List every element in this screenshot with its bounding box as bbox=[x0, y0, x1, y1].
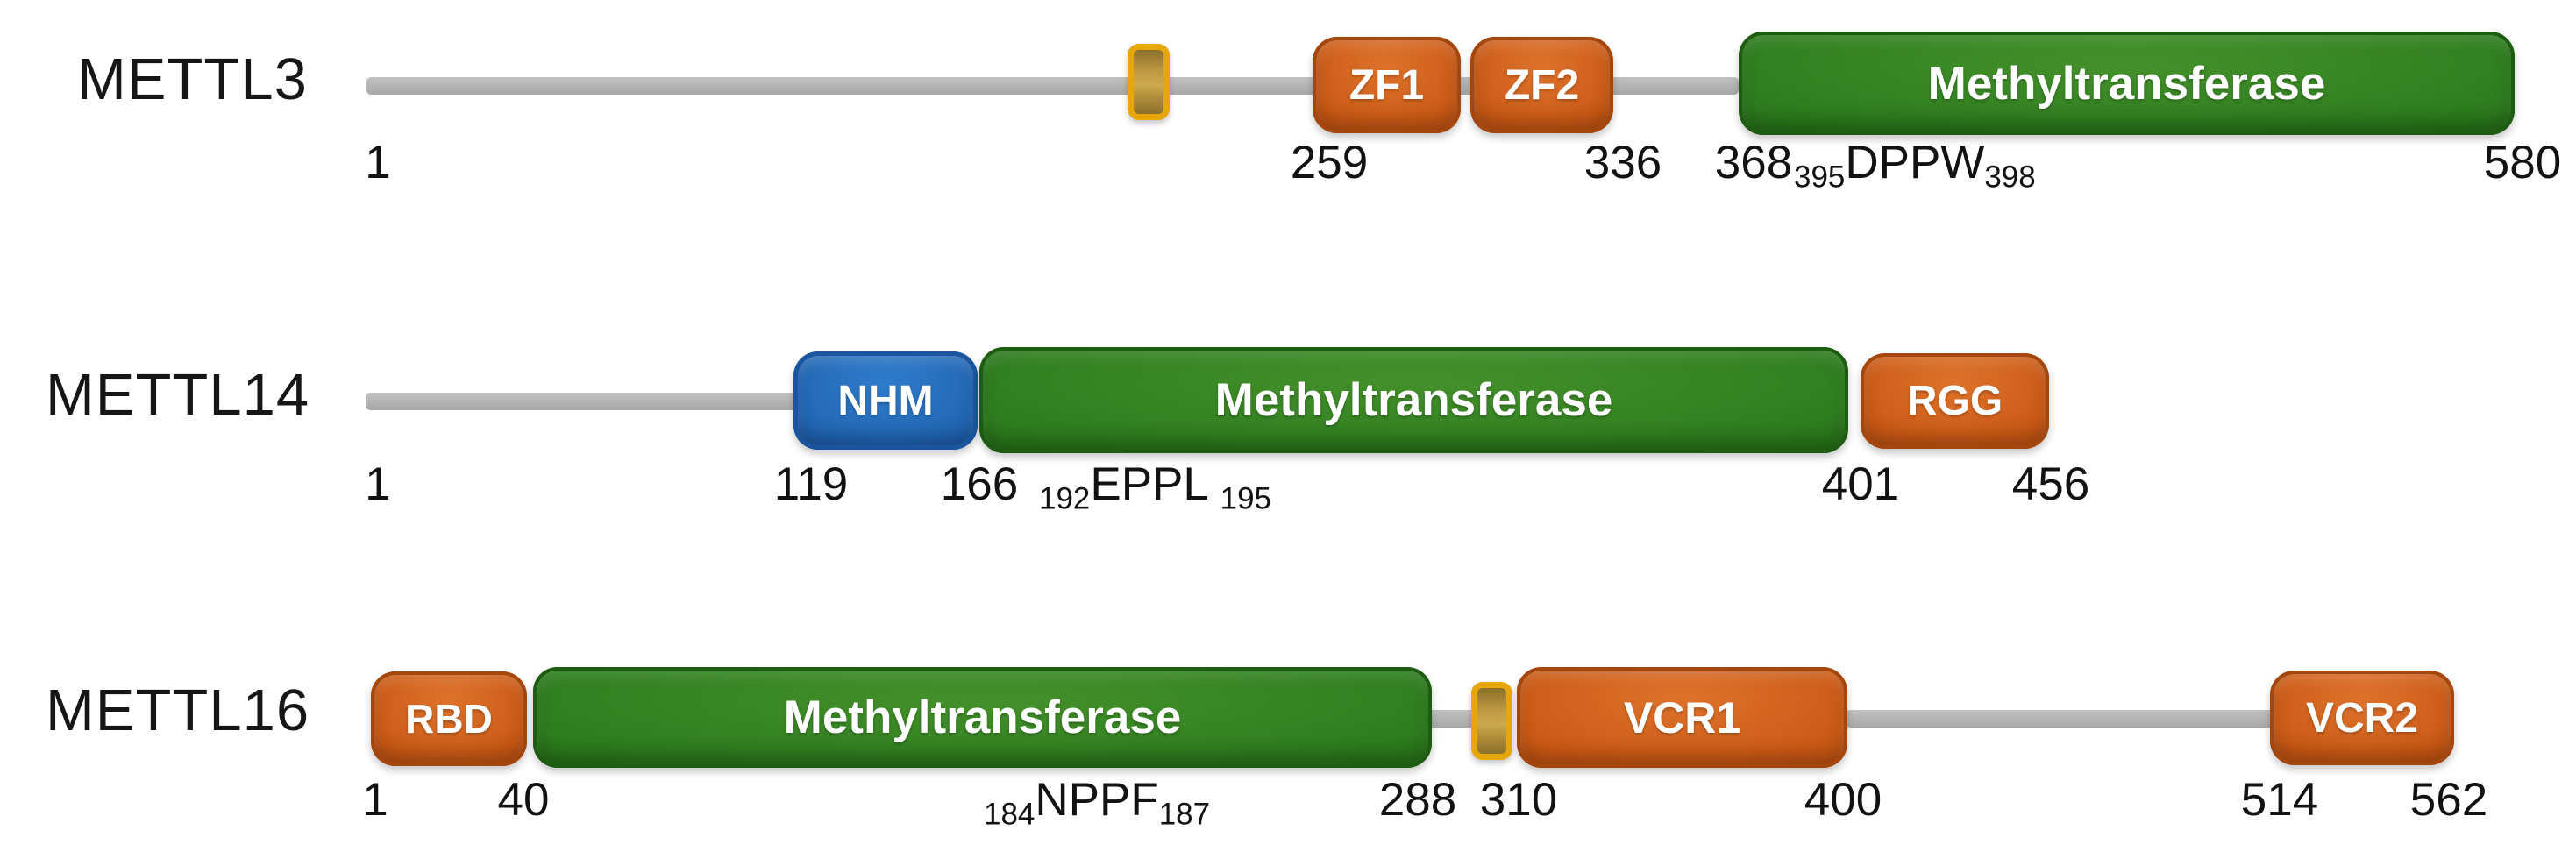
motif-end-residue: 195 bbox=[1220, 481, 1272, 516]
domain-box-methyltransferase: Methyltransferase bbox=[533, 667, 1432, 768]
domain-box-methyltransferase: Methyltransferase bbox=[979, 347, 1848, 453]
domain-label-zf1: ZF1 bbox=[1348, 61, 1425, 109]
domain-label-vcr2: VCR2 bbox=[2305, 694, 2419, 742]
domain-label-vcr1: VCR1 bbox=[1623, 692, 1741, 742]
protein-name-mettl16: METTL16 bbox=[46, 678, 310, 743]
domain-label-methyltransferase: Methyltransferase bbox=[1927, 57, 2326, 110]
backbone-line bbox=[1429, 710, 1475, 728]
tick-label: 310 bbox=[1479, 774, 1558, 826]
tick-label: 514 bbox=[2240, 774, 2319, 826]
domain-label-rbd: RBD bbox=[405, 696, 493, 742]
motif-annotation-dppw: 395DPPW398 bbox=[1794, 136, 2036, 195]
tick-label: 368 bbox=[1714, 137, 1793, 188]
tick-label: 1 bbox=[365, 458, 391, 510]
tick-label: 166 bbox=[940, 458, 1019, 510]
motif-end-residue: 398 bbox=[1984, 160, 2036, 195]
domain-box-vcr2: VCR2 bbox=[2270, 671, 2454, 765]
domain-label-zf2: ZF2 bbox=[1504, 61, 1580, 109]
domain-label-rgg: RGG bbox=[1906, 378, 2003, 424]
tick-label: 580 bbox=[2483, 137, 2562, 188]
backbone-line bbox=[366, 393, 797, 410]
tick-label: 1 bbox=[365, 137, 391, 188]
backbone-line bbox=[1846, 710, 2274, 728]
tick-label: 40 bbox=[497, 774, 550, 826]
motif-sequence: DPPW bbox=[1845, 137, 1985, 188]
domain-box-rgg: RGG bbox=[1861, 353, 2049, 449]
tick-label: 119 bbox=[773, 458, 849, 510]
domain-label-methyltransferase: Methyltransferase bbox=[1214, 374, 1613, 426]
tick-label: 1 bbox=[362, 774, 388, 826]
tick-label: 400 bbox=[1804, 774, 1882, 826]
tick-label: 336 bbox=[1583, 137, 1662, 188]
domain-box-zf2: ZF2 bbox=[1470, 37, 1613, 133]
motif-annotation-eppl: 192EPPL 195 bbox=[1039, 458, 1271, 516]
motif-end-residue: 187 bbox=[1158, 797, 1211, 832]
tick-label: 456 bbox=[2011, 458, 2090, 510]
domain-box-rbd: RBD bbox=[371, 671, 527, 766]
motif-start-residue: 395 bbox=[1794, 160, 1846, 195]
domain-box-vcr1: VCR1 bbox=[1517, 667, 1847, 768]
motif-start-residue: 184 bbox=[984, 797, 1035, 832]
tick-label: 401 bbox=[1821, 458, 1900, 510]
protein-name-mettl14: METTL14 bbox=[46, 362, 310, 428]
tick-label: 562 bbox=[2409, 774, 2488, 826]
ptm-marker bbox=[1471, 682, 1512, 760]
tick-label: 288 bbox=[1378, 774, 1457, 826]
motif-sequence: EPPL bbox=[1090, 458, 1207, 510]
motif-sequence: NPPF bbox=[1035, 774, 1159, 826]
motif-start-residue: 192 bbox=[1039, 481, 1091, 516]
motif-annotation-nppf: 184NPPF187 bbox=[984, 773, 1210, 832]
domain-box-nhm: NHM bbox=[793, 351, 978, 450]
tick-label: 259 bbox=[1290, 137, 1369, 188]
domain-label-methyltransferase: Methyltransferase bbox=[783, 692, 1182, 743]
domain-label-nhm: NHM bbox=[837, 377, 934, 424]
ptm-marker bbox=[1128, 44, 1170, 120]
domain-box-zf1: ZF1 bbox=[1313, 37, 1461, 133]
domain-box-methyltransferase: Methyltransferase bbox=[1739, 32, 2515, 135]
protein-name-mettl3: METTL3 bbox=[77, 46, 308, 112]
